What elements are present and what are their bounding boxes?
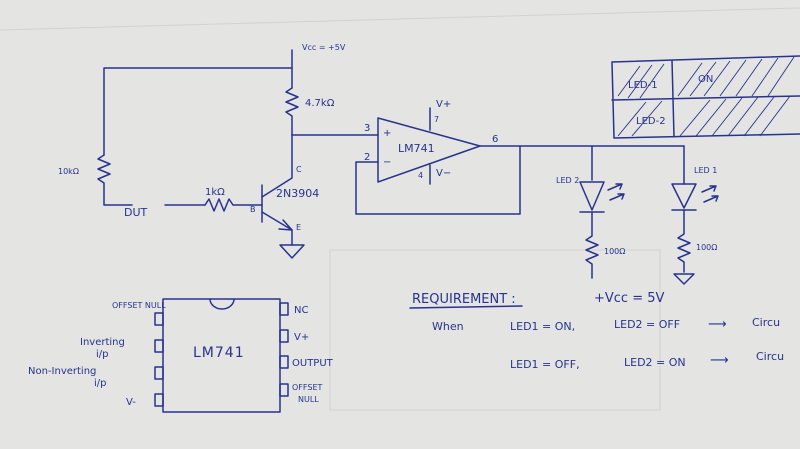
led1-resistor-label: 100Ω [696,243,717,252]
paper-fold-line [0,7,800,31]
emitter-arrow-icon [278,219,293,231]
requirement-line2-result: Circu [756,350,784,363]
ic-pin-7 [279,329,289,343]
requirement-line1-led2: LED2 = OFF [614,318,680,331]
base-resistor [204,198,263,212]
led1-diode-icon [671,183,697,209]
led1-light-rays-icon [701,185,719,203]
ic-label-non-inverting-ip: i/p [94,378,107,389]
led2-diode-icon [579,181,605,211]
requirement-line1-arrow: ⟶ [708,317,727,332]
ic-pin-4 [154,393,164,407]
ic-label-nc: NC [294,305,308,316]
ic-pin-1 [154,312,164,326]
opamp-stage: LM741 + − 3 2 6 V+ 7 4 V− [291,99,685,215]
ic-label-non-inverting: Non-Inverting [28,366,96,377]
requirement-title: REQUIREMENT : [412,292,516,307]
led2-resistor [585,211,599,279]
ic-label-offset-left-line: OFFSET [292,383,322,392]
paper-faint-lines [0,7,800,411]
led2-branch: LED 2 100Ω +Vcc = 5V [556,145,665,306]
ic-label-inverting-ip: i/p [96,349,109,360]
led1-resistor [677,209,691,273]
led2-label: LED 2 [556,176,579,185]
pin-e-label: E [296,223,301,232]
feedback-resistor [97,154,133,206]
opamp-triangle [377,117,481,183]
pin3-label: 3 [364,123,370,134]
transistor-stage: Vcc = +5V 4.7kΩ 10kΩ DUT 1kΩ C B E 2N390… [58,43,346,259]
led1-ground-icon [673,273,695,285]
ic-label-output: OUTPUT [292,358,334,369]
state-table-led2: LED-2 [636,116,666,127]
ic-pin-5 [279,383,289,397]
requirement-line2-led2: LED2 = ON [624,356,686,369]
requirement-line1-led1: LED1 = ON, [510,320,575,333]
opamp-feedback-loop [355,145,521,215]
opamp-plus-label: + [383,128,391,139]
led1-branch: LED 1 100Ω [671,145,719,285]
pin4-label: 4 [418,171,423,180]
ic-label-inverting: Inverting [80,337,125,348]
requirement-when: When [432,320,464,333]
vcc-bottom-label: +Vcc = 5V [594,291,665,306]
requirement-line1-result: Circu [752,316,780,329]
state-table-hatching [617,56,795,137]
pin-c-label: C [296,165,302,174]
ic-pin-8 [279,302,289,316]
ic-label-vminus: V- [126,397,136,408]
base-resistor-label: 1kΩ [205,187,225,198]
led1-label: LED 1 [694,166,717,175]
dut-label: DUT [124,206,148,219]
pin7-label: 7 [434,115,439,124]
requirement-underline [409,305,523,309]
led2-light-rays-icon [607,183,625,201]
opamp-label: LM741 [398,142,435,155]
pin2-label: 2 [364,152,370,163]
ic-pinout: LM741 OFFSET NULL Inverting i/p Non-Inve… [28,298,334,413]
ic-label-null-right: NULL [298,395,319,404]
requirement-notes: REQUIREMENT : When LED1 = ON, LED2 = OFF… [409,292,784,371]
state-table-led1: LED-1 [628,80,658,91]
ic-name: LM741 [193,345,245,361]
pin-b-label: B [250,205,256,214]
vplus-label: V+ [436,99,451,110]
state-table-on: ON [698,74,713,85]
opamp-minus-label: − [383,157,391,168]
collector-resistor-label: 4.7kΩ [305,98,335,109]
ground-icon [279,244,305,259]
ic-label-offset-null-left: OFFSET NULL [112,301,166,310]
ic-label-vplus: V+ [294,332,309,343]
ic-pin-2 [154,339,164,353]
requirement-line2-arrow: ⟶ [710,353,729,368]
led2-resistor-label: 100Ω [604,247,625,256]
vminus-label: V− [436,168,451,179]
paper-ghost-box [329,249,661,411]
state-table: LED-1 ON LED-2 [611,55,800,139]
requirement-line2-led1: LED1 = OFF, [510,358,580,371]
ic-pin-3 [154,366,164,380]
ic-pin-6 [279,355,289,369]
feedback-wire-top [103,67,293,156]
transistor-label: 2N3904 [276,187,319,200]
transistor-collector-leg [261,134,293,198]
collector-resistor [285,87,299,136]
ic-notch [209,298,235,310]
pin6-label: 6 [492,134,498,145]
transistor-emitter-leg [261,211,293,246]
state-table-grid [611,55,800,139]
feedback-resistor-label: 10kΩ [58,167,79,176]
vcc-label: Vcc = +5V [302,43,346,52]
